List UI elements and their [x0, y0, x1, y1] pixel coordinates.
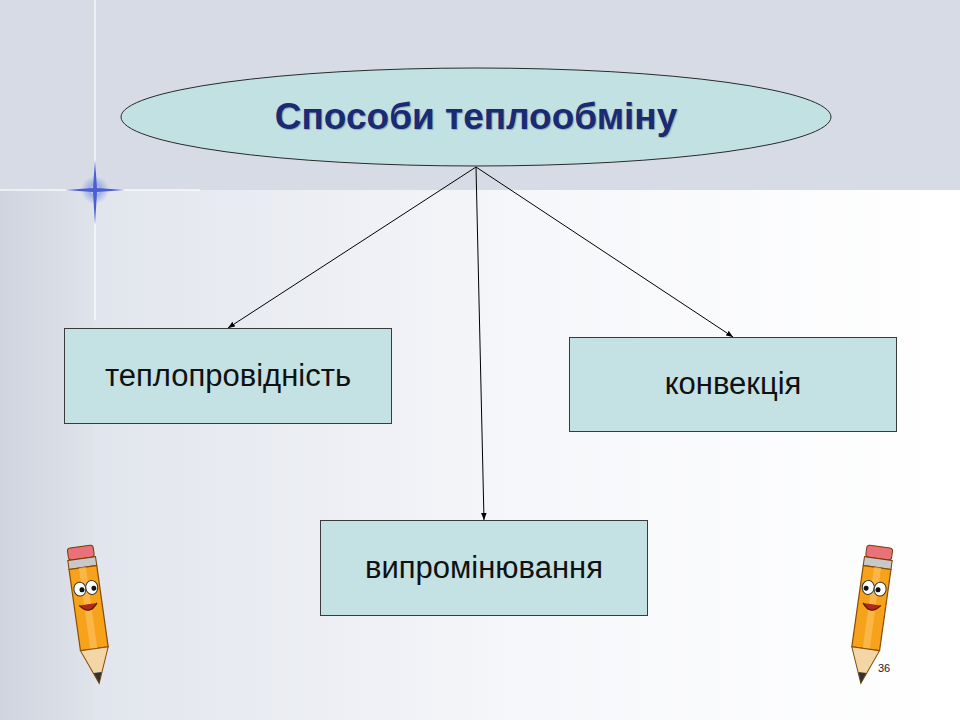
node-label: конвекція: [665, 367, 802, 401]
node-label: випромінювання: [365, 551, 603, 585]
pencil-character: [847, 545, 894, 686]
node-label: теплопровідність: [105, 359, 351, 393]
slide-number: 36: [878, 662, 890, 674]
process-box: випромінювання: [320, 520, 648, 616]
ellipse-shape: [121, 68, 831, 166]
top-band: [0, 0, 960, 190]
pencil-character: [66, 545, 113, 686]
process-box: конвекція: [569, 337, 897, 432]
heading-ellipse: Способи теплообміну: [120, 67, 832, 167]
arrow-connector: [228, 167, 476, 328]
arrow-connector: [476, 167, 484, 520]
process-box: теплопровідність: [64, 328, 392, 424]
diagram-heading: Способи теплообміну: [275, 97, 677, 138]
arrow-connector: [476, 167, 733, 337]
sparkle: [65, 160, 125, 225]
